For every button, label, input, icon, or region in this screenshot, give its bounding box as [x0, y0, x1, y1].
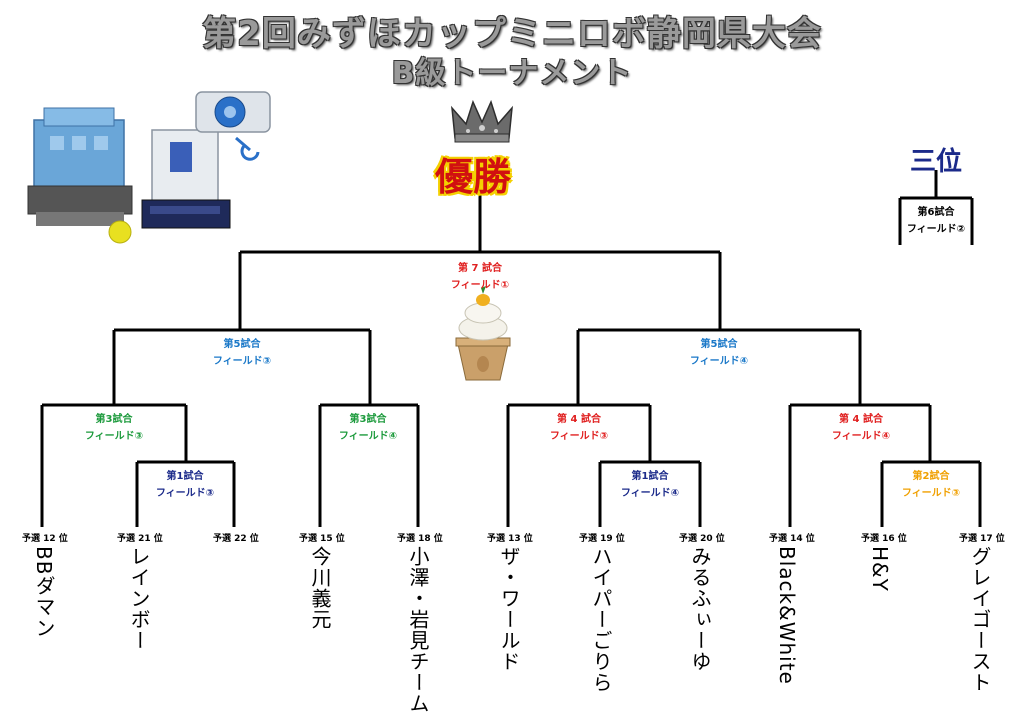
match-field: フィールド③: [155, 488, 215, 499]
team-name: ハイパーごりら: [589, 546, 613, 693]
match-number: 第 4 試合: [839, 414, 883, 425]
team-name: 小澤・岩見チーム: [406, 546, 430, 714]
kagami-mochi-icon: [455, 286, 511, 381]
robot-illustration: [27, 91, 271, 244]
team-name: グレイゴースト: [968, 546, 992, 693]
match-field: フィールド④: [338, 431, 398, 442]
team-name: BBダマン: [32, 546, 56, 639]
champion-label: 優勝: [435, 154, 512, 199]
seed-label: 予選 16 位: [861, 534, 907, 544]
match-number: 第6試合: [917, 207, 955, 218]
match-number: 第1試合: [166, 471, 204, 482]
match-number: 第5試合: [223, 339, 261, 350]
seed-label: 予選 17 位: [959, 534, 1005, 544]
match-number: 第3試合: [349, 414, 387, 425]
team-name: Black&White: [775, 546, 799, 685]
match-field: フィールド②: [906, 224, 966, 235]
match-field: フィールド④: [689, 356, 749, 367]
team-name: みるふぃーゆ: [688, 546, 712, 672]
match-label-4a: 第 4 試合 フィールド③: [524, 411, 634, 445]
page-subtitle: B級トーナメント: [391, 56, 633, 91]
seed-label: 予選 21 位: [117, 534, 163, 544]
crown-icon: [451, 99, 513, 143]
third-place-label: 三位: [910, 147, 963, 177]
seed-label: 予選 15 位: [299, 534, 345, 544]
bracket-lines: [40, 170, 982, 527]
match-field: フィールド③: [549, 431, 609, 442]
match-label-final: 第 7 試合 フィールド①: [425, 260, 535, 294]
seed-label: 予選 22 位: [213, 534, 259, 544]
team-name: H&Y: [868, 546, 892, 592]
match-number: 第5試合: [700, 339, 738, 350]
match-label-4b: 第 4 試合 フィールド④: [806, 411, 916, 445]
match-number: 第 4 試合: [557, 414, 601, 425]
team-name: ザ・ワールド: [497, 546, 521, 672]
match-label-1b: 第1試合 フィールド④: [595, 468, 705, 502]
match-number: 第1試合: [631, 471, 669, 482]
match-label-semi-right: 第5試合 フィールド④: [664, 336, 774, 370]
seed-label: 予選 13 位: [487, 534, 533, 544]
match-field: フィールド①: [450, 280, 510, 291]
match-label-3a: 第3試合 フィールド③: [59, 411, 169, 445]
match-label-3b: 第3試合 フィールド④: [313, 411, 423, 445]
seed-label: 予選 19 位: [579, 534, 625, 544]
match-field: フィールド③: [84, 431, 144, 442]
team-name: 今川義元: [308, 546, 332, 630]
match-field: フィールド③: [212, 356, 272, 367]
page-title: 第2回みずほカップミニロボ静岡県大会: [202, 14, 822, 54]
match-label-6: 第6試合 フィールド②: [881, 204, 991, 238]
match-number: 第2試合: [912, 471, 950, 482]
match-number: 第3試合: [95, 414, 133, 425]
seed-label: 予選 12 位: [22, 534, 68, 544]
seed-label: 予選 20 位: [679, 534, 725, 544]
match-field: フィールド④: [620, 488, 680, 499]
match-label-semi-left: 第5試合 フィールド③: [187, 336, 297, 370]
match-field: フィールド③: [901, 488, 961, 499]
match-label-2: 第2試合 フィールド③: [876, 468, 986, 502]
seed-label: 予選 18 位: [397, 534, 443, 544]
team-name: レインボー: [127, 546, 151, 651]
match-field: フィールド④: [831, 431, 891, 442]
match-number: 第 7 試合: [458, 263, 502, 274]
seed-label: 予選 14 位: [769, 534, 815, 544]
match-label-1a: 第1試合 フィールド③: [130, 468, 240, 502]
